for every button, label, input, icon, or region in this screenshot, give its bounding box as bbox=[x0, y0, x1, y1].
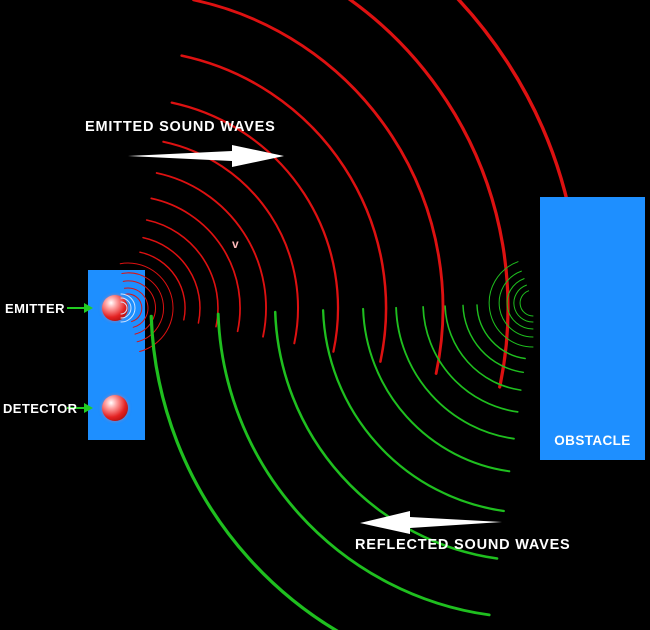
wave-arc bbox=[362, 307, 511, 473]
wave-arc bbox=[120, 293, 136, 323]
wave-arc bbox=[155, 172, 267, 338]
wave-arc bbox=[142, 236, 201, 324]
wave-arc bbox=[170, 101, 340, 353]
reflected-wave-arcs bbox=[149, 261, 534, 630]
obstacle-block: OBSTACLE bbox=[540, 197, 645, 460]
wave-arc bbox=[395, 306, 515, 440]
wave-arc bbox=[139, 251, 186, 321]
wave-arc bbox=[488, 261, 534, 348]
wave-arc bbox=[149, 314, 339, 630]
emitter-pointer-arrowhead bbox=[84, 303, 93, 313]
reflected-direction-arrow bbox=[360, 511, 502, 534]
wave-arc bbox=[180, 54, 388, 363]
wave-arc bbox=[122, 280, 156, 335]
wave-arc bbox=[125, 293, 143, 322]
wave-arc bbox=[192, 0, 445, 375]
wave-arc bbox=[273, 310, 499, 560]
wave-arc bbox=[120, 297, 132, 319]
wave-arc bbox=[120, 301, 128, 315]
detector-label: DETECTOR bbox=[3, 401, 78, 416]
reflected-waves-label: REFLECTED SOUND WAVES bbox=[355, 537, 571, 553]
wave-arc bbox=[498, 270, 534, 338]
emitted-waves-label: EMITTED SOUND WAVES bbox=[85, 119, 276, 135]
obstacle-label: OBSTACLE bbox=[554, 433, 631, 448]
emitted-direction-arrow bbox=[128, 145, 284, 167]
detector-pointer-arrowhead bbox=[84, 403, 93, 413]
wave-arc bbox=[119, 262, 174, 352]
wave-arc bbox=[121, 272, 164, 343]
wave-arc bbox=[150, 197, 241, 333]
wave-arc bbox=[216, 312, 491, 617]
wave-arc bbox=[506, 278, 534, 330]
wave-velocity-label: v bbox=[232, 237, 239, 251]
wave-arc bbox=[476, 304, 526, 360]
wave-arc bbox=[462, 304, 525, 374]
emitted-wave-arcs bbox=[119, 0, 582, 404]
wave-arc bbox=[124, 287, 149, 328]
detector-sphere bbox=[102, 395, 128, 421]
wave-arc bbox=[145, 219, 219, 328]
emitter-label: EMITTER bbox=[5, 301, 65, 316]
wave-arc bbox=[162, 140, 299, 345]
emitter-ripple-arcs bbox=[120, 293, 136, 323]
wave-arc bbox=[513, 284, 534, 323]
wave-arc bbox=[422, 305, 519, 413]
wave-arc bbox=[347, 0, 510, 389]
wave-arc bbox=[444, 305, 522, 391]
wave-arc bbox=[519, 290, 534, 317]
emitter-sphere bbox=[102, 295, 128, 321]
wave-arc bbox=[321, 309, 505, 513]
